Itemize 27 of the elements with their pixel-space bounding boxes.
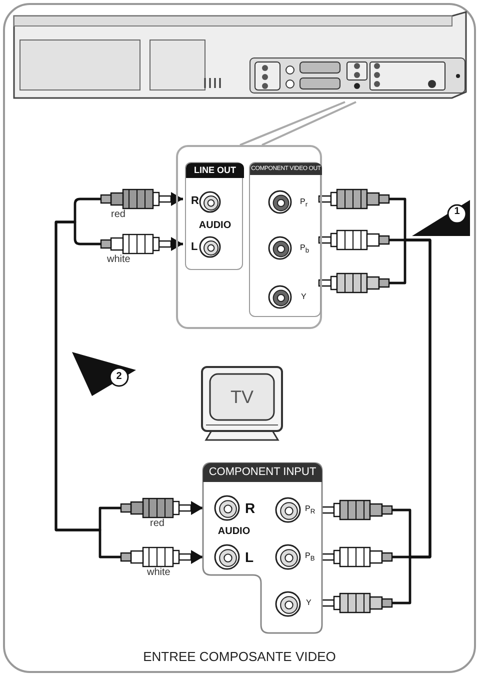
jack-label: R [191, 196, 199, 207]
jack-label: L [191, 242, 198, 253]
cable-label: red [150, 519, 164, 529]
tv-label: TV [229, 388, 254, 406]
cable-label: red [111, 210, 126, 220]
step-number: 2 [115, 372, 123, 382]
connector-panel [176, 145, 322, 329]
jack-label: P$_{b}$ [300, 244, 310, 256]
audio-label: AUDIO [216, 527, 252, 537]
step-number: 1 [453, 207, 461, 217]
panel-header: LINE OUT [186, 163, 244, 178]
jack-label: P$_{R}$ [305, 505, 316, 516]
jack-panel [249, 162, 321, 317]
cable-label: white [107, 255, 130, 265]
jack-label: L [245, 550, 254, 564]
cable [54, 220, 203, 564]
cable-label: white [147, 568, 170, 578]
jack-panel [185, 162, 243, 270]
panel-header: COMPONENT INPUT [203, 463, 322, 482]
jack-label: R [245, 501, 256, 515]
jack-label: P$_{r}$ [300, 198, 308, 210]
jack-label: Y [306, 599, 312, 607]
caption: ENTREE COMPOSANTE VIDEO [142, 650, 337, 663]
audio-label: AUDIO [198, 221, 232, 231]
zoom-leader-line [239, 101, 357, 146]
jack-label: Y [301, 293, 306, 301]
jack-label: P$_{B}$ [305, 552, 315, 564]
